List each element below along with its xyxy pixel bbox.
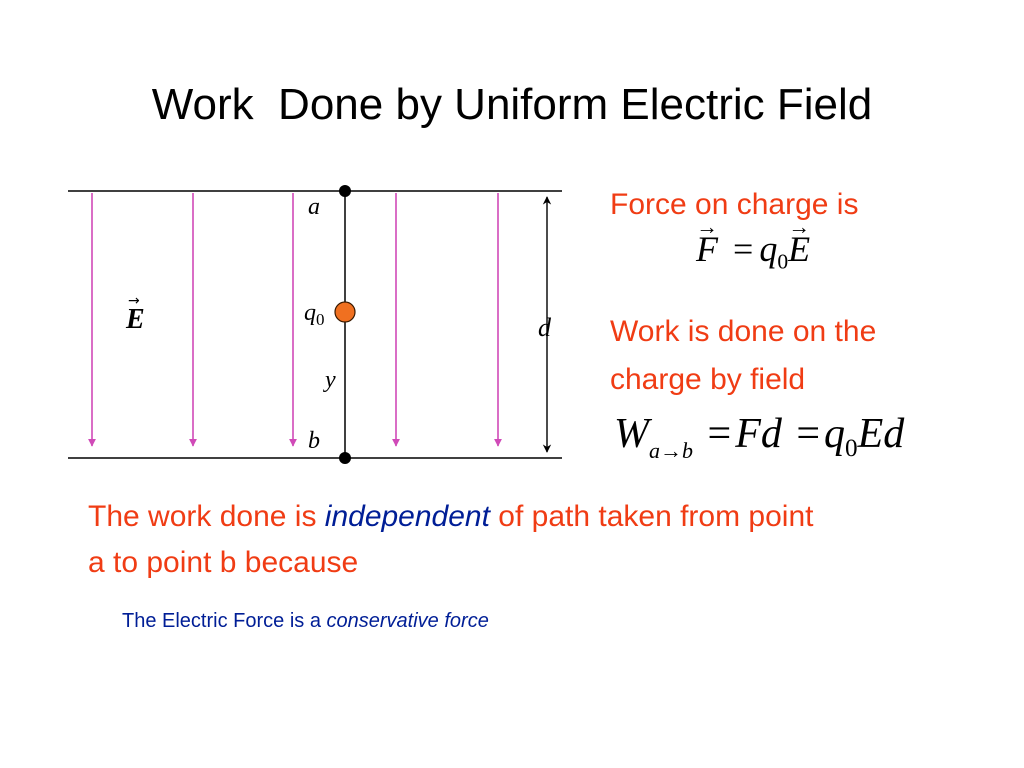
point-b-label: b <box>308 428 320 454</box>
slide-title: Work Done by Uniform Electric Field <box>151 80 873 129</box>
point-a-dot <box>339 185 351 197</box>
ed-term: Ed <box>857 411 905 457</box>
emphasis-conservative: conservative force <box>326 610 489 632</box>
distance-label: d <box>538 313 552 342</box>
point-b-dot <box>339 452 351 464</box>
charge-subscript: 0 <box>777 249 789 274</box>
statement-line1: The work done is independent of path tak… <box>88 500 814 533</box>
field-vector-label: E <box>125 304 145 335</box>
uniform-field-diagram: a b q0 y d E → <box>68 185 562 464</box>
equals-sign: = <box>733 229 754 269</box>
emphasis-independent: independent <box>324 500 490 533</box>
work-heading-line2: charge by field <box>610 363 806 396</box>
work-heading: Work is done on the charge by field <box>610 308 876 404</box>
vector-arrow-icon: → <box>128 293 140 309</box>
work-equation: Wa→b =Fd =q0Ed <box>614 410 904 464</box>
charge-symbol: q <box>759 229 778 269</box>
point-a-label: a <box>308 194 320 220</box>
equals-sign: = <box>796 411 821 457</box>
work-symbol: W <box>614 411 649 457</box>
force-equation: F =q0E <box>696 215 810 275</box>
charge-symbol: q <box>824 411 846 457</box>
field-vector: E <box>788 215 810 270</box>
charge-label: q0 <box>304 300 325 329</box>
charge-subscript: 0 <box>845 434 858 462</box>
force-vector: F <box>696 215 718 270</box>
work-heading-line1: Work is done on the <box>610 315 877 348</box>
statement-line2: a to point b because <box>88 546 359 579</box>
path-independence-statement: The work done is independent of path tak… <box>88 494 1008 586</box>
force-heading: Force on charge is <box>610 188 859 221</box>
equals-sign: = <box>707 411 732 457</box>
conservative-force-note: The Electric Force is a conservative for… <box>122 610 489 632</box>
charge-dot <box>334 301 356 323</box>
work-subscript: a→b <box>649 438 693 463</box>
displacement-label: y <box>323 367 336 393</box>
fd-term: Fd <box>735 411 782 457</box>
